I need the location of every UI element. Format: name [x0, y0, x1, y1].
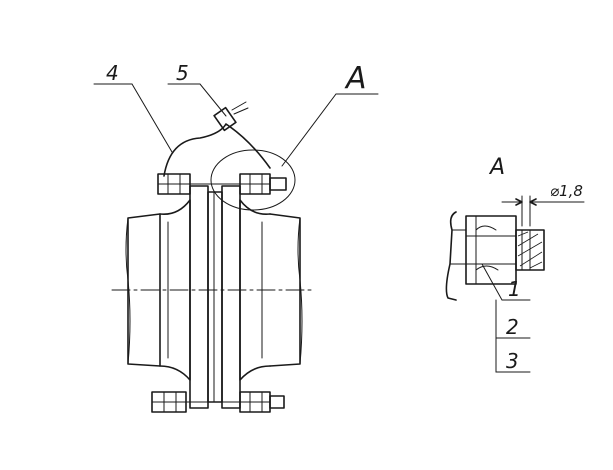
diameter-dimension — [501, 195, 585, 227]
break-line-right — [297, 217, 303, 365]
callout-1: 1 — [508, 277, 521, 301]
break-line-left — [125, 217, 131, 365]
callout-2: 2 — [506, 315, 519, 339]
leader-3 — [495, 337, 531, 373]
detail-flange-edge — [445, 211, 457, 301]
left-flange-plate — [189, 185, 209, 409]
leader-5 — [167, 83, 227, 117]
callout-5: 5 — [176, 61, 189, 85]
upper-bolt — [157, 173, 287, 195]
right-pipe — [269, 213, 301, 367]
flange-assembly — [111, 101, 313, 413]
leader-a — [281, 93, 379, 167]
detail-view-a: A ⌀1,8 1 2 3 — [445, 155, 585, 373]
leader-4 — [93, 83, 173, 153]
detail-title: A — [488, 155, 505, 180]
lower-bolt — [151, 391, 285, 413]
diameter-label: ⌀1,8 — [550, 182, 583, 200]
detail-nut — [465, 215, 517, 285]
left-pipe — [127, 213, 161, 367]
callout-3: 3 — [506, 349, 519, 373]
lead-seal — [213, 101, 249, 132]
view-marker-a: A — [344, 61, 367, 96]
gasket — [207, 191, 223, 403]
detail-a-circle — [210, 149, 296, 211]
callout-4: 4 — [106, 61, 119, 85]
right-flange-plate — [221, 185, 241, 409]
leader-1 — [481, 263, 531, 301]
